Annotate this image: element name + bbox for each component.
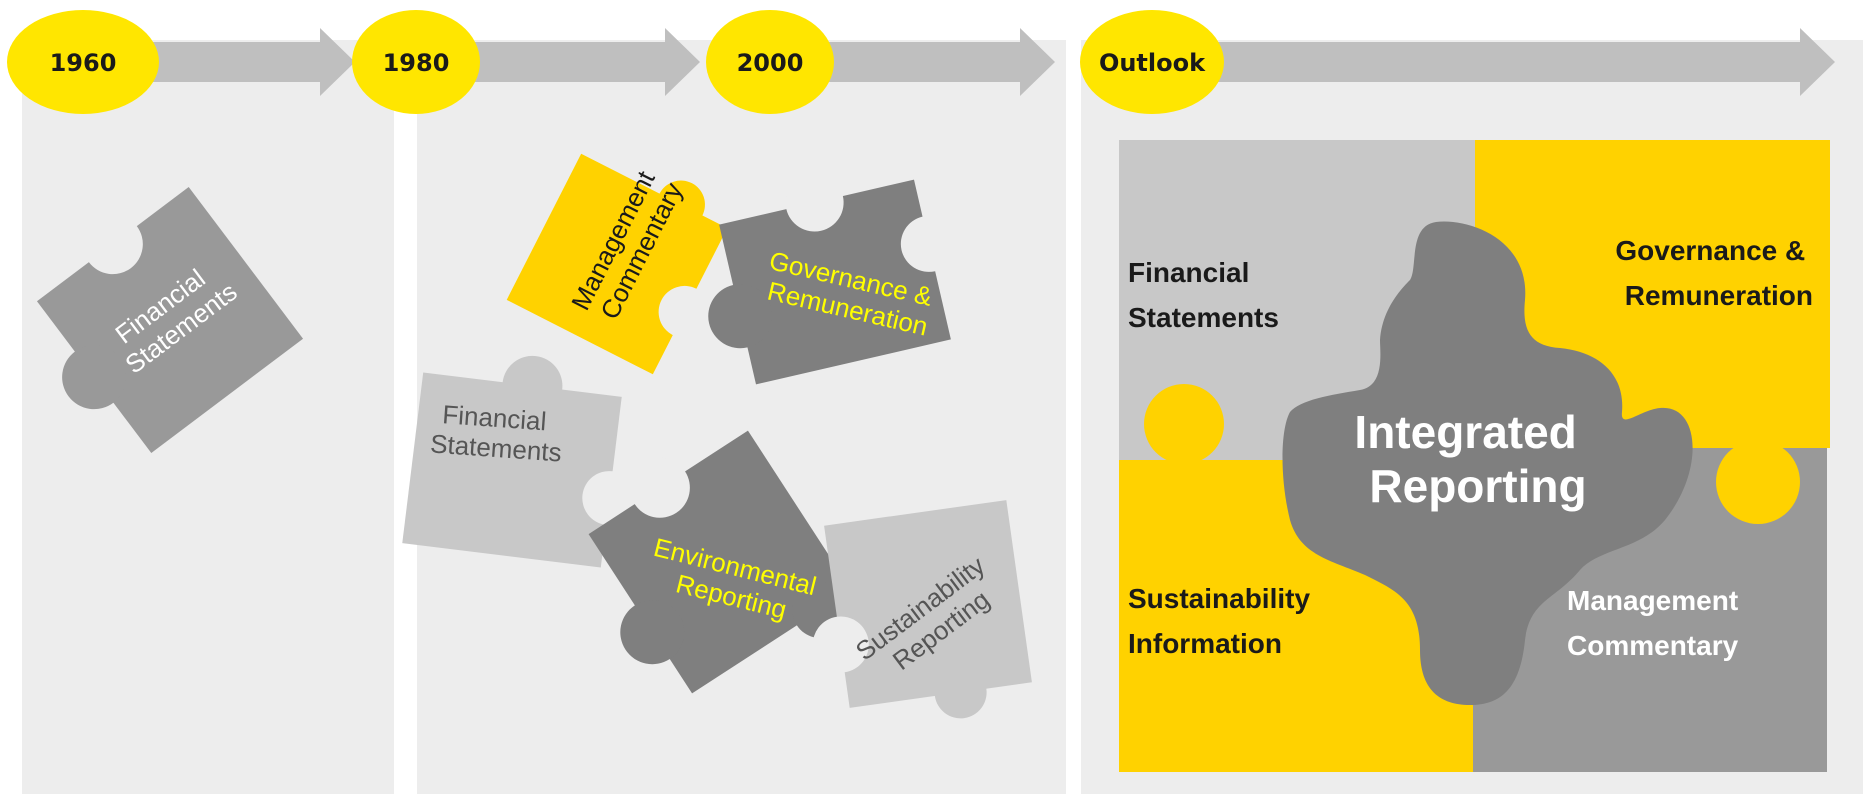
quadrant-label-line: Commentary [1567,630,1739,661]
piece-management-commentary: Management Commentary [506,153,728,375]
quadrant-label-line: Information [1128,628,1282,659]
svg-text:Governance & Remuneratio: Governance & Remuneration [1615,235,1813,311]
panel-1960 [22,40,394,794]
quadrant-label-line: Remuneration [1625,280,1813,311]
quadrant-label-line: Governance & [1615,235,1805,266]
period-marker-1980: 1980 [352,10,480,114]
quadrant-label-line: Statements [1128,302,1279,333]
center-piece-integrated-reporting [1282,221,1693,706]
svg-text:Sustainability Informati: Sustainability Information [1128,583,1318,659]
quadrant-label-line: Financial [1128,257,1249,288]
period-label: 1960 [50,49,117,77]
timeline-arrow-1960 [150,28,355,96]
timeline-arrow-2000 [825,28,1055,96]
piece-financial-statements-1960: Financial Statements [36,186,304,454]
piece-financial-statements-1980: Financial Statements [402,355,637,568]
period-marker-outlook: Outlook [1080,10,1224,114]
piece-environmental-reporting: Environmental Reporting [588,430,852,694]
svg-text:Management Commentary: Management Commentary [1567,585,1746,661]
period-label: 1980 [383,49,450,77]
piece-sustainability-reporting: Sustainability Reporting [812,500,1032,719]
piece-governance-remuneration: Governance & Remuneration [708,173,957,385]
period-label: 2000 [737,49,804,77]
timeline-arrow-outlook [1210,28,1835,96]
piece-label-line: Financial [441,399,547,436]
timeline-arrow-1980 [470,28,700,96]
tab-sustainability [1144,384,1224,464]
center-label-line: Integrated [1354,406,1576,458]
quadrant-label-line: Sustainability [1128,583,1310,614]
timeline [150,28,1835,96]
integrated-reporting-puzzle: Financial Statements Governance & Remune… [1119,140,1830,772]
svg-text:Financial Statements: Financial Statements [429,398,564,467]
svg-text:Integrated Reporting: Integrated Reporting [1354,406,1589,512]
svg-text:Financial Statements: Financial Statements [1128,257,1279,333]
quadrant-label-line: Management [1567,585,1738,616]
period-marker-2000: 2000 [706,10,834,114]
tab-governance [1716,440,1800,524]
period-label: Outlook [1099,49,1206,77]
center-label-line: Reporting [1369,460,1586,512]
period-marker-1960: 1960 [7,10,159,114]
